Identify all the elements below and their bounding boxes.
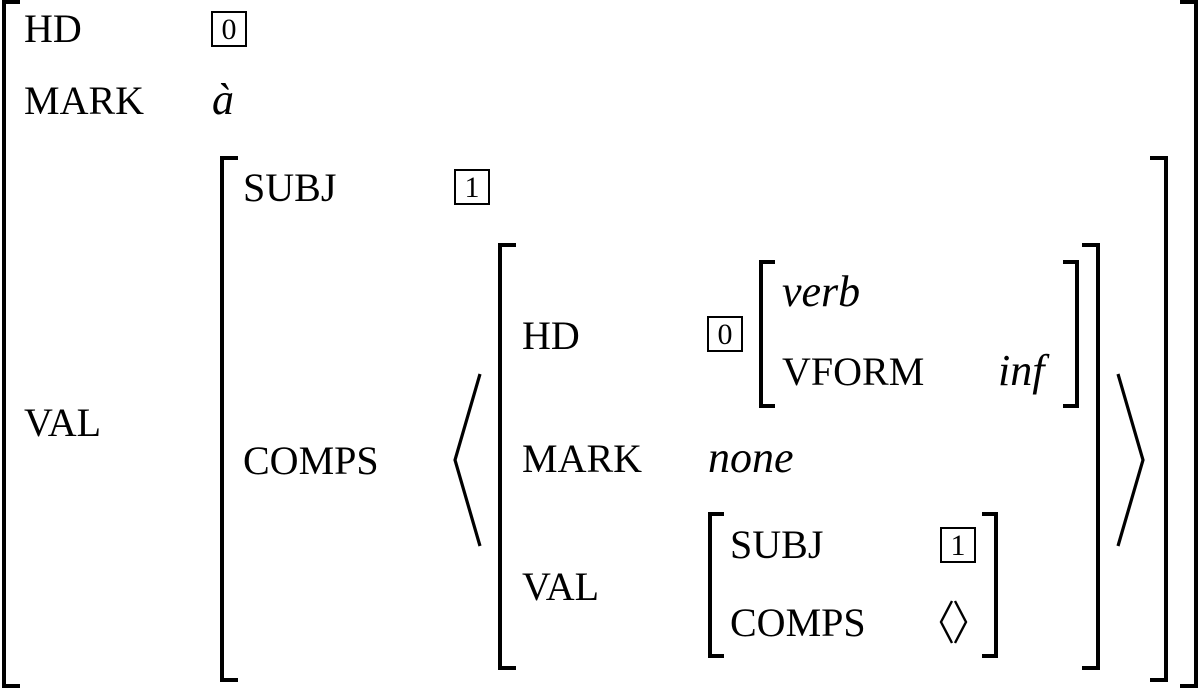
inner-val-right-bracket (982, 512, 998, 658)
comps-mark-label: MARK (522, 436, 642, 481)
hd-vform-value: inf (998, 346, 1050, 395)
comps-val-label: VAL (522, 564, 599, 609)
inner-subj-tag: 1 (951, 529, 966, 562)
outer-val-label: VAL (24, 400, 101, 445)
inner-val-left-bracket (708, 512, 724, 658)
inner-comps-label: COMPS (730, 600, 866, 645)
comps-left-angle (453, 373, 482, 547)
comps-element-left-bracket (498, 243, 516, 670)
val-subj-tag: 1 (465, 171, 480, 204)
comps-right-angle (1116, 373, 1145, 547)
val-comps-label: COMPS (243, 438, 379, 483)
comps-hd-tag-box (707, 316, 743, 352)
outer-mark-label: MARK (24, 78, 144, 123)
val-right-bracket (1150, 156, 1168, 682)
val-left-bracket (220, 156, 238, 682)
hd-type-value: verb (782, 267, 860, 316)
hd-value-right-bracket (1063, 260, 1079, 408)
outer-right-bracket (1180, 0, 1198, 688)
inner-subj-tag-box (940, 527, 976, 563)
hd-vform-label: VFORM (782, 349, 924, 394)
comps-element-right-bracket (1082, 243, 1100, 670)
val-subj-tag-box (454, 169, 490, 205)
inner-comps-empty-list-right (953, 600, 968, 644)
inner-comps-empty-list-left (939, 600, 954, 644)
outer-hd-label: HD (24, 6, 82, 51)
outer-hd-tag-box (211, 11, 247, 47)
inner-subj-label: SUBJ (730, 522, 823, 567)
outer-hd-tag: 0 (222, 13, 237, 46)
val-subj-label: SUBJ (243, 165, 336, 210)
outer-left-bracket (2, 0, 20, 688)
comps-hd-tag: 0 (718, 318, 733, 351)
hd-value-left-bracket (759, 260, 775, 408)
comps-mark-value: none (708, 433, 794, 482)
outer-mark-value: à (212, 75, 234, 124)
comps-hd-label: HD (522, 313, 580, 358)
